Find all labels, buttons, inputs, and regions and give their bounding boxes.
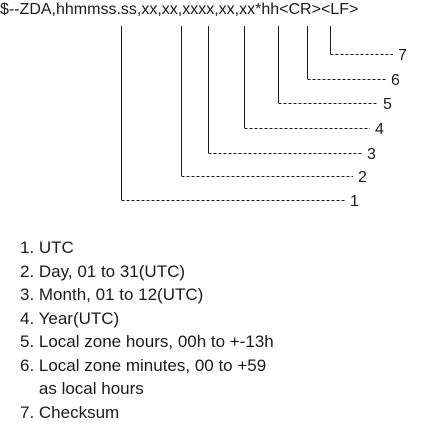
legend-item-6-continued: as local hours [20,377,274,401]
legend-item-5: 5. Local zone hours, 00h to +-13h [20,330,274,354]
field-number-1: 1 [350,193,359,210]
field-number-6: 6 [391,72,400,89]
field-legend: 1. UTC 2. Day, 01 to 31(UTC) 3. Month, 0… [20,236,274,424]
legend-item-3: 3. Month, 01 to 12(UTC) [20,283,274,307]
legend-item-4: 4. Year(UTC) [20,307,274,331]
field-number-2: 2 [358,169,367,186]
legend-item-7: 7. Checksum [20,401,274,424]
legend-item-6: 6. Local zone minutes, 00 to +59 [20,354,274,378]
legend-item-2: 2. Day, 01 to 31(UTC) [20,260,274,284]
field-number-3: 3 [367,146,376,163]
legend-item-1: 1. UTC [20,236,274,260]
field-number-4: 4 [375,121,384,138]
field-number-5: 5 [383,96,392,113]
field-number-7: 7 [398,47,407,64]
